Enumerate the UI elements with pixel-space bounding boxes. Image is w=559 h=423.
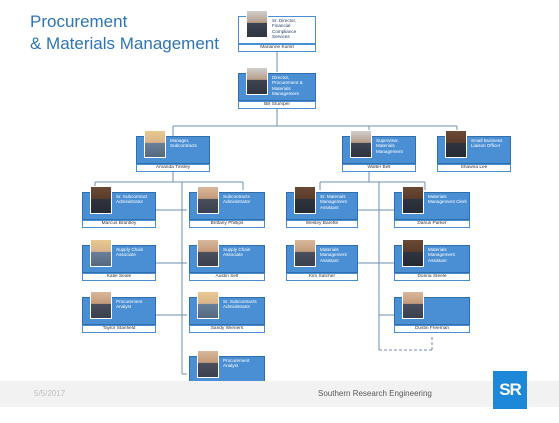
- node-role: Sr. Director, Financial Compliance Servi…: [272, 18, 297, 40]
- node-name: Katie Seale: [82, 273, 156, 281]
- node-role: Sr. Materials Management Assistant: [320, 194, 347, 210]
- page-title-line1: Procurement: [30, 12, 128, 31]
- node-name: Donna Steele: [394, 273, 470, 281]
- portrait-photo: [402, 239, 424, 267]
- portrait-photo: [402, 186, 424, 214]
- node-role: Manager, Subcontracts: [170, 138, 197, 149]
- node-name: Wesley Barette: [286, 220, 358, 228]
- portrait-photo: [350, 130, 372, 158]
- node-name: Austin Self: [189, 273, 265, 281]
- node-name: Sandy Wieners: [189, 325, 265, 333]
- node-name: Shawna Lee: [437, 164, 511, 172]
- footer-bar: [0, 381, 559, 407]
- node-role: Materials Management Assistant: [428, 247, 455, 263]
- portrait-photo: [197, 239, 219, 267]
- footer-organization: Southern Research Engineering: [318, 389, 432, 398]
- portrait-photo: [144, 130, 166, 158]
- node-name: Kim Satcher: [286, 273, 358, 281]
- portrait-photo: [402, 291, 424, 319]
- node-name: Amanda Tinsley: [136, 164, 210, 172]
- node-name: Marianne Kunst: [238, 44, 316, 52]
- portrait-photo: [294, 186, 316, 214]
- node-role: Subcontracts Administrator: [223, 194, 251, 205]
- footer-date: 5/5/2017: [34, 389, 66, 398]
- node-name: Bill Stumper: [238, 101, 316, 109]
- portrait-photo: [294, 239, 316, 267]
- page-title-line2: & Materials Management: [30, 34, 219, 53]
- node-role: Supervisor, Materials Management: [376, 138, 403, 154]
- portrait-photo: [197, 350, 219, 378]
- sr-logo: SR: [493, 371, 527, 409]
- node-name: Walter Bell: [342, 164, 416, 172]
- node-role: Sr. Subcontracts Administrator: [223, 299, 257, 310]
- node-name: Taylor Stanfield: [82, 325, 156, 333]
- portrait-photo: [445, 130, 467, 158]
- node-name: Darius Parker: [394, 220, 470, 228]
- portrait-photo: [90, 186, 112, 214]
- portrait-photo: [246, 10, 268, 38]
- portrait-photo: [197, 291, 219, 319]
- node-role: Sr. Subcontract Administrator: [116, 194, 148, 205]
- portrait-photo: [246, 67, 268, 95]
- node-role: Small Business Liaison Officer: [471, 138, 503, 149]
- node-role: Director, Procurement & Materials Manage…: [272, 75, 303, 97]
- node-role: Procurement Analyst: [223, 358, 250, 369]
- node-name: Dustin Freeman: [394, 325, 470, 333]
- portrait-photo: [90, 291, 112, 319]
- node-role: Materials Management Assistant: [320, 247, 347, 263]
- node-role: Supply Chain Associate: [116, 247, 144, 258]
- node-name: Brittany Phillips: [189, 220, 265, 228]
- node-name: Marcus Brantley: [82, 220, 156, 228]
- node-role: Materials Management Clerk: [428, 194, 467, 205]
- portrait-photo: [90, 239, 112, 267]
- portrait-photo: [197, 186, 219, 214]
- node-role: Procurement Analyst: [116, 299, 143, 310]
- node-role: Supply Chain Associate: [223, 247, 251, 258]
